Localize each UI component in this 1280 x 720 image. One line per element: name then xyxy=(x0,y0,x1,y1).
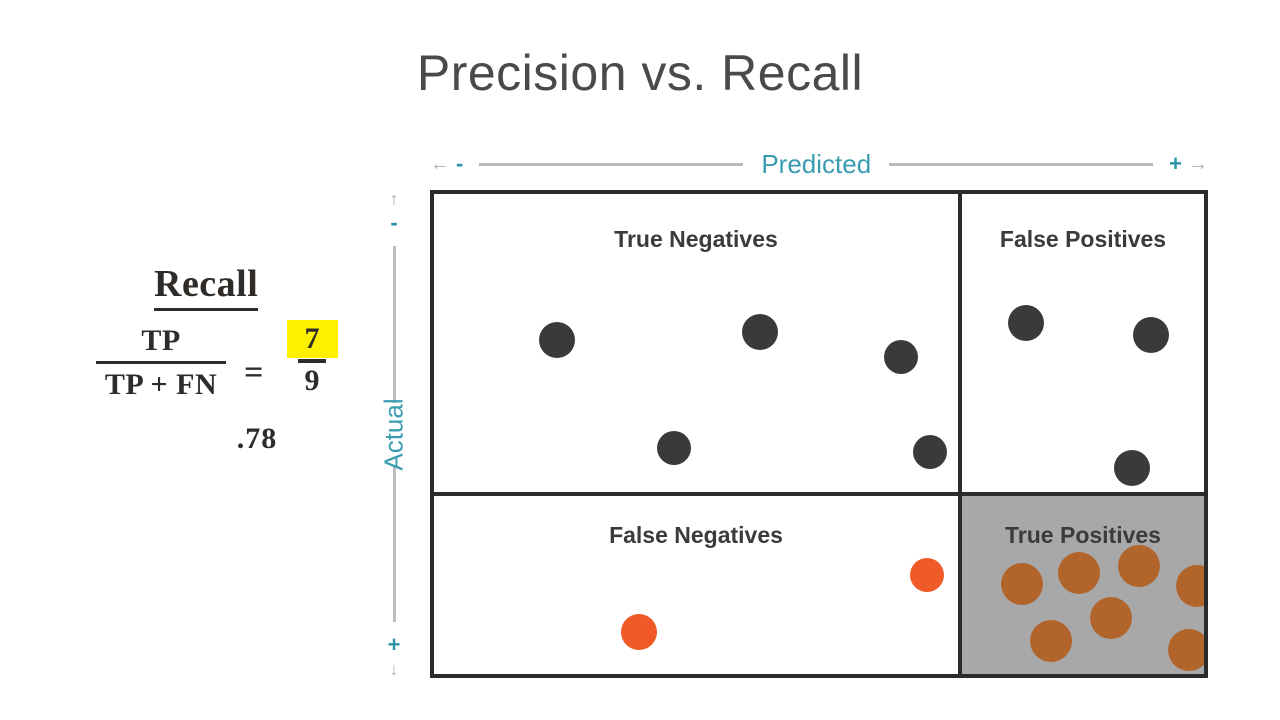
data-point-true-negatives xyxy=(913,435,947,469)
formula-heading: Recall xyxy=(154,262,259,311)
formula-fraction: TP TP + FN xyxy=(96,324,226,402)
data-point-true-positives xyxy=(1090,597,1132,639)
cell-label-true-negatives: True Negatives xyxy=(614,226,778,252)
data-point-true-positives xyxy=(1001,563,1043,605)
cell-label-false-negatives: False Negatives xyxy=(609,522,783,548)
arrow-right-icon: → xyxy=(1188,153,1208,175)
data-point-false-negatives xyxy=(910,558,944,592)
formula-result-value: .78 xyxy=(236,422,278,455)
data-point-false-positives xyxy=(1114,450,1150,486)
formula-denominator: TP + FN xyxy=(104,368,218,401)
data-point-false-positives xyxy=(1133,317,1169,353)
cell-label-false-positives: False Positives xyxy=(999,226,1167,252)
predicted-rule-left xyxy=(479,162,744,166)
arrow-left-icon: ← xyxy=(430,153,450,175)
result-numerator-wrap: 7 xyxy=(282,320,342,358)
data-point-true-positives xyxy=(1176,565,1204,607)
confusion-matrix: True Negatives False Positives False Neg… xyxy=(430,190,1208,678)
actual-positive-sign: + xyxy=(387,632,401,657)
formula-result-fraction: 7 9 xyxy=(282,320,342,397)
cell-true-negatives[interactable]: True Negatives xyxy=(434,194,958,492)
data-point-false-positives xyxy=(1008,305,1044,341)
predicted-axis: ← - Predicted + → xyxy=(430,148,1208,180)
predicted-axis-label: Predicted xyxy=(761,148,872,179)
equals-sign: = xyxy=(244,354,264,391)
data-point-true-positives xyxy=(1168,629,1204,671)
arrow-down-icon: ↓ xyxy=(389,659,399,679)
cell-false-negatives[interactable]: False Negatives xyxy=(434,492,958,674)
data-point-true-positives xyxy=(1058,552,1100,594)
result-denominator: 9 xyxy=(304,364,320,397)
cell-false-positives[interactable]: False Positives xyxy=(958,194,1204,492)
actual-rule-bottom xyxy=(392,465,396,622)
actual-axis: ↑ - Actual + ↓ xyxy=(372,190,416,678)
data-point-true-negatives xyxy=(539,322,575,358)
data-point-true-negatives xyxy=(884,340,918,374)
recall-formula: Recall TP TP + FN = 7 9 .78 xyxy=(92,262,352,472)
fraction-bar xyxy=(96,361,226,364)
predicted-rule-right xyxy=(889,162,1154,166)
result-numerator-highlight: 7 xyxy=(286,320,338,358)
page-title: Precision vs. Recall xyxy=(416,45,864,101)
data-point-true-negatives xyxy=(657,431,691,465)
formula-numerator: TP xyxy=(141,324,181,357)
data-point-false-negatives xyxy=(621,614,657,650)
data-point-true-positives xyxy=(1118,545,1160,587)
actual-axis-label: Actual xyxy=(378,397,409,471)
actual-negative-sign: - xyxy=(390,210,398,235)
cell-true-positives[interactable]: True Positives xyxy=(958,492,1204,674)
cell-label-true-positives: True Positives xyxy=(1005,522,1161,548)
data-point-true-positives xyxy=(1030,620,1072,662)
actual-rule-top xyxy=(392,246,396,403)
data-point-true-negatives xyxy=(742,314,778,350)
arrow-up-icon: ↑ xyxy=(389,189,399,209)
result-fraction-bar xyxy=(298,359,326,363)
predicted-positive-sign: + xyxy=(1169,151,1182,176)
predicted-negative-sign: - xyxy=(456,151,464,176)
